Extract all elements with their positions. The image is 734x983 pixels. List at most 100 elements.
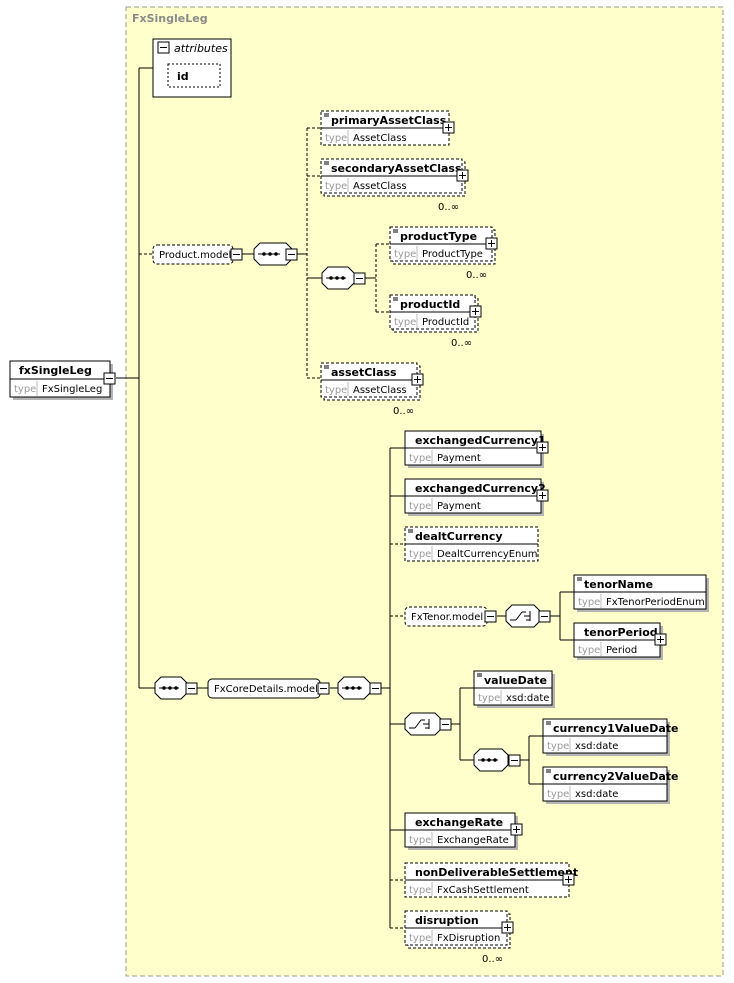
expand-icon[interactable] [654, 633, 667, 646]
expand-icon[interactable] [485, 237, 498, 250]
element-name: secondaryAssetClass [331, 162, 462, 175]
expand-icon[interactable] [411, 373, 424, 386]
element-assetclass[interactable]: assetClass type AssetClass 0..∞ [320, 362, 424, 417]
svg-text:FxCashSettlement: FxCashSettlement [437, 885, 529, 896]
group-product-model[interactable]: Product.model [152, 244, 243, 265]
element-productid[interactable]: productId type ProductId 0..∞ [389, 294, 482, 349]
sequence-compositor-icon[interactable] [473, 748, 521, 772]
sequence-compositor-icon[interactable] [337, 676, 382, 700]
svg-text:type: type [325, 385, 347, 396]
collapse-toggle-icon[interactable] [103, 372, 116, 385]
element-name: currency2ValueDate [553, 770, 679, 783]
svg-text:type: type [578, 597, 600, 608]
svg-text:type: type [547, 789, 569, 800]
expand-icon[interactable] [536, 489, 549, 502]
svg-text:type: type [409, 501, 431, 512]
element-secondaryassetclass[interactable]: secondaryAssetClass type AssetClass 0..∞ [320, 158, 469, 213]
svg-text:Payment: Payment [437, 453, 481, 464]
svg-text:AssetClass: AssetClass [353, 385, 407, 396]
frame-title: FxSingleLeg [132, 12, 208, 25]
root-element-fxsingleleg[interactable]: fxSingleLeg type FxSingleLeg [9, 360, 116, 400]
element-producttype[interactable]: productType type ProductType 0..∞ [389, 226, 498, 281]
group-label: Product.model [159, 250, 231, 261]
element-name: nonDeliverableSettlement [415, 866, 578, 879]
svg-text:AssetClass: AssetClass [353, 181, 407, 192]
svg-text:FxSingleLeg: FxSingleLeg [42, 384, 102, 395]
svg-text:type: type [409, 549, 431, 560]
element-name: productType [400, 230, 477, 243]
sequence-compositor-icon[interactable] [253, 242, 298, 266]
cardinality: 0..∞ [451, 338, 472, 349]
element-currency2valuedate[interactable]: currency2ValueDate type xsd:date [542, 766, 679, 804]
svg-text:AssetClass: AssetClass [353, 133, 407, 144]
element-tenorname[interactable]: tenorName type FxTenorPeriodEnum [573, 574, 709, 612]
element-disruption[interactable]: disruption type FxDisruption 0..∞ [404, 910, 514, 965]
svg-text:type: type [409, 453, 431, 464]
attribute-id: id [177, 70, 189, 83]
element-name: exchangeRate [415, 816, 503, 829]
group-fxtenor-model[interactable]: FxTenor.model [404, 606, 497, 627]
element-tenorperiod[interactable]: tenorPeriod type Period [573, 622, 667, 660]
svg-text:type: type [547, 741, 569, 752]
svg-text:FxTenorPeriodEnum: FxTenorPeriodEnum [606, 597, 705, 608]
cardinality: 0..∞ [438, 202, 459, 213]
cardinality: 0..∞ [482, 954, 503, 965]
element-currency1valuedate[interactable]: currency1ValueDate type xsd:date [542, 718, 679, 756]
element-name: tenorPeriod [584, 626, 658, 639]
cardinality: 0..∞ [393, 406, 414, 417]
element-exchangedcurrency1[interactable]: exchangedCurrency1 type Payment [404, 430, 549, 468]
svg-text:xsd:date: xsd:date [506, 693, 549, 704]
group-label: FxCoreDetails.model [214, 684, 318, 695]
svg-text:DealtCurrencyEnum: DealtCurrencyEnum [437, 549, 537, 560]
attributes-collapse-icon[interactable] [157, 41, 170, 54]
svg-text:type: type [409, 885, 431, 896]
element-name: tenorName [584, 578, 653, 591]
svg-text:FxDisruption: FxDisruption [437, 933, 500, 944]
element-valuedate[interactable]: valueDate type xsd:date [473, 670, 555, 708]
choice-compositor-icon[interactable] [404, 712, 452, 736]
svg-text:Payment: Payment [437, 501, 481, 512]
svg-text:Period: Period [606, 645, 637, 656]
element-name: currency1ValueDate [553, 722, 679, 735]
collapse-toggle-icon[interactable] [484, 610, 497, 623]
element-dealtcurrency[interactable]: dealtCurrency type DealtCurrencyEnum [404, 526, 539, 562]
svg-text:ProductType: ProductType [422, 249, 483, 260]
expand-icon[interactable] [510, 823, 523, 836]
expand-icon[interactable] [442, 121, 455, 134]
svg-text:type: type [409, 835, 431, 846]
svg-text:ProductId: ProductId [422, 317, 469, 328]
cardinality: 0..∞ [466, 270, 487, 281]
element-name: valueDate [484, 674, 547, 687]
element-nondeliverablesettlement[interactable]: nonDeliverableSettlement type FxCashSett… [404, 862, 578, 898]
group-fxcoredetails-model[interactable]: FxCoreDetails.model [207, 678, 330, 699]
svg-text:xsd:date: xsd:date [575, 789, 618, 800]
svg-text:type: type [478, 693, 500, 704]
expand-icon[interactable] [501, 921, 514, 934]
choice-compositor-icon[interactable] [505, 604, 551, 628]
sequence-compositor-icon[interactable] [154, 676, 198, 700]
expand-icon[interactable] [562, 873, 575, 886]
element-exchangerate[interactable]: exchangeRate type ExchangeRate [404, 812, 523, 850]
element-name: fxSingleLeg [19, 364, 92, 377]
attribute-id-box [167, 63, 221, 88]
attributes-box: attributes id [152, 38, 232, 98]
sequence-compositor-icon[interactable] [321, 266, 366, 290]
element-name: exchangedCurrency1 [415, 434, 546, 447]
element-exchangedcurrency2[interactable]: exchangedCurrency2 type Payment [404, 478, 549, 516]
expand-icon[interactable] [536, 441, 549, 454]
element-name: disruption [415, 914, 479, 927]
expand-icon[interactable] [456, 169, 469, 182]
element-name: primaryAssetClass [331, 114, 447, 127]
svg-text:type: type [325, 133, 347, 144]
element-primaryassetclass[interactable]: primaryAssetClass type AssetClass [320, 110, 455, 146]
element-name: productId [400, 298, 460, 311]
collapse-toggle-icon[interactable] [317, 682, 330, 695]
expand-icon[interactable] [469, 305, 482, 318]
collapse-toggle-icon[interactable] [230, 248, 243, 261]
svg-text:ExchangeRate: ExchangeRate [437, 835, 509, 846]
attributes-title: attributes [174, 42, 228, 55]
svg-text:type: type [394, 317, 416, 328]
element-name: dealtCurrency [415, 530, 503, 543]
group-label: FxTenor.model [411, 612, 483, 623]
